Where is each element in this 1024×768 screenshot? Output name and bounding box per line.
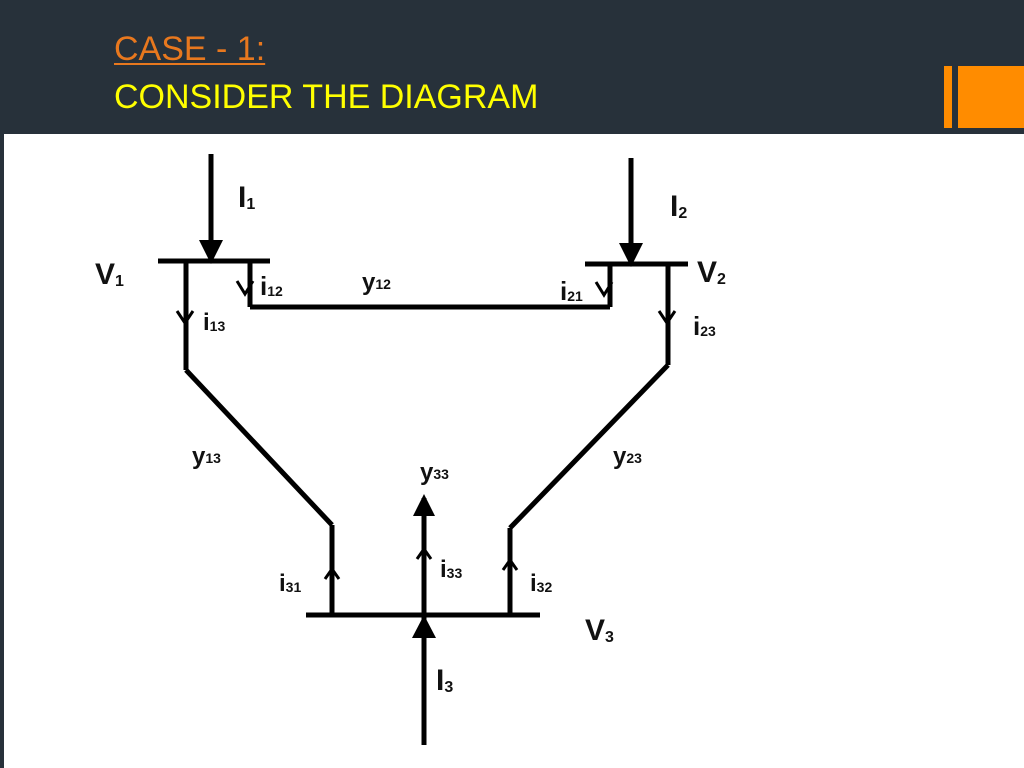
arrow-i33-icon — [415, 546, 433, 560]
slide-content-area — [4, 134, 1024, 768]
label-y33: y33 — [420, 459, 449, 486]
label-v2: V2 — [697, 256, 726, 289]
arrow-i1-icon — [199, 240, 223, 264]
label-i23: i23 — [693, 311, 716, 341]
label-i3: I3 — [436, 664, 453, 697]
arrow-i23-icon — [657, 310, 677, 326]
line-y23 — [508, 363, 670, 530]
arrow-i13-icon — [175, 310, 195, 326]
diagram-arrowheads — [199, 240, 643, 638]
label-i1: I1 — [238, 181, 255, 214]
label-i33: i33 — [440, 556, 462, 583]
arrow-i12-icon — [235, 280, 255, 297]
arrow-i3-icon — [412, 615, 436, 638]
arrow-i32-icon — [501, 557, 519, 571]
left-edge-strip — [0, 134, 4, 768]
decorative-bar-wide — [958, 66, 1024, 128]
arrow-i31-icon — [323, 566, 341, 580]
label-i13: i13 — [203, 309, 225, 336]
label-i12: i12 — [260, 271, 283, 301]
label-i31: i31 — [279, 570, 301, 597]
slide-header: CASE - 1: CONSIDER THE DIAGRAM — [0, 0, 1024, 134]
label-i2: I2 — [670, 190, 687, 223]
diagram-wires — [158, 154, 688, 745]
line-y13 — [184, 368, 334, 527]
label-i21: i21 — [560, 276, 583, 306]
label-i32: i32 — [530, 570, 552, 597]
arrow-y33-icon — [413, 494, 435, 516]
arrow-i21-icon — [594, 281, 614, 298]
arrow-i2-icon — [619, 243, 643, 267]
decorative-bar-thin — [944, 66, 952, 128]
label-v1: V1 — [95, 258, 124, 291]
slide-title-subtitle: CONSIDER THE DIAGRAM — [114, 78, 539, 116]
label-v3: V3 — [585, 614, 614, 647]
label-y13: y13 — [192, 443, 221, 470]
label-y23: y23 — [613, 443, 642, 470]
label-y12: y12 — [362, 269, 391, 296]
slide-title-case: CASE - 1: — [114, 30, 266, 68]
